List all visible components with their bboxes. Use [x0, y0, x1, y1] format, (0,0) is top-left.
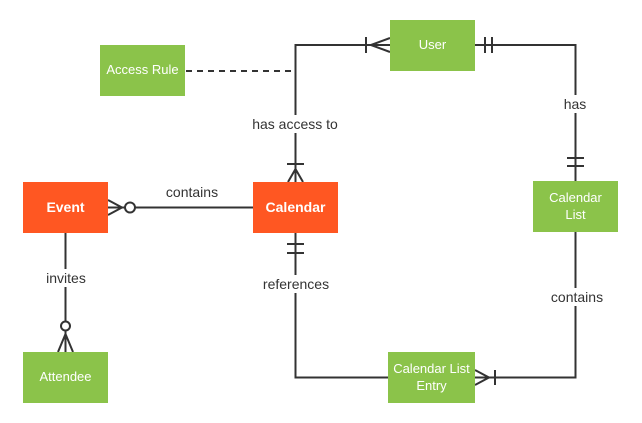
relationship-label-has-access-to: has access to — [247, 115, 343, 133]
entity-calendar-list[interactable]: Calendar List — [533, 181, 618, 232]
entity-attendee-label: Attendee — [39, 369, 92, 385]
entity-calendar[interactable]: Calendar — [253, 182, 338, 233]
connector-contains-entry — [474, 232, 577, 386]
entity-attendee[interactable]: Attendee — [23, 352, 108, 403]
relationship-label-has: has — [558, 95, 592, 113]
connector-has-access-to — [287, 37, 391, 183]
connector-has — [475, 37, 584, 181]
relationship-label-invites: invites — [41, 269, 91, 287]
entity-calendar-list-entry-label: Calendar List Entry — [393, 361, 470, 393]
one-and-only-one-notation-calendar-side — [287, 243, 304, 254]
entity-user[interactable]: User — [390, 20, 475, 71]
one-or-many-notation-calendar-side — [287, 163, 304, 183]
zero-or-many-notation-event-side — [107, 199, 136, 216]
one-and-only-one-notation-calendar-list-side — [567, 157, 584, 167]
entity-event-label: Event — [46, 198, 85, 215]
entity-event[interactable]: Event — [23, 182, 108, 233]
relationship-label-contains-event: contains — [160, 183, 224, 201]
one-and-only-one-notation-user-side — [484, 37, 493, 53]
connector-references — [287, 233, 388, 379]
entity-access-rule[interactable]: Access Rule — [100, 45, 185, 96]
entity-calendar-label: Calendar — [265, 198, 326, 215]
entity-calendar-list-entry[interactable]: Calendar List Entry — [388, 352, 475, 403]
one-or-many-notation-entry-side — [474, 369, 496, 386]
one-or-many-notation-user-side — [365, 37, 391, 53]
connector-contains-event — [107, 199, 253, 216]
entity-user-label: User — [418, 37, 447, 53]
relationship-label-contains-entry: contains — [545, 288, 609, 306]
relationship-label-references: references — [257, 275, 335, 293]
connector-invites — [57, 233, 74, 353]
zero-or-many-notation-attendee-side — [57, 320, 74, 353]
entity-access-rule-label: Access Rule — [106, 62, 179, 78]
entity-calendar-list-label: Calendar List — [549, 190, 602, 222]
